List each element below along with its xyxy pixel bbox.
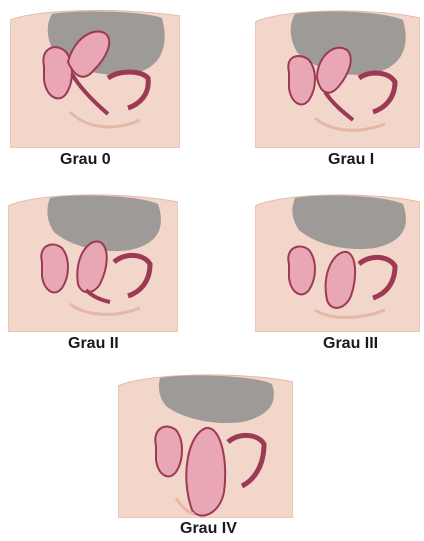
panel-grau-iii: Grau III [255,192,420,362]
panel-grau-i: Grau I [255,8,420,178]
caption-grau-iii: Grau III [323,335,378,353]
pelvis-illustration-grau-iv [118,372,293,518]
pelvis-illustration-grau-iii [255,192,420,332]
caption-grau-0: Grau 0 [60,151,111,169]
bladder [155,427,182,477]
pelvis-illustration-grau-i [255,8,420,148]
panel-grau-iv: Grau IV [118,372,293,541]
pelvis-illustration-grau-ii [8,192,178,332]
panel-grau-ii: Grau II [8,192,178,362]
bladder [288,56,315,104]
bladder [43,47,72,98]
prolapsed-uterus [186,428,225,516]
panel-grau-0: Grau 0 [10,8,180,178]
bladder [288,246,315,294]
caption-grau-iv: Grau IV [180,520,237,538]
bladder [41,244,68,292]
pelvis-illustration-grau-0 [10,8,180,148]
caption-grau-ii: Grau II [68,335,119,353]
caption-grau-i: Grau I [328,151,374,169]
